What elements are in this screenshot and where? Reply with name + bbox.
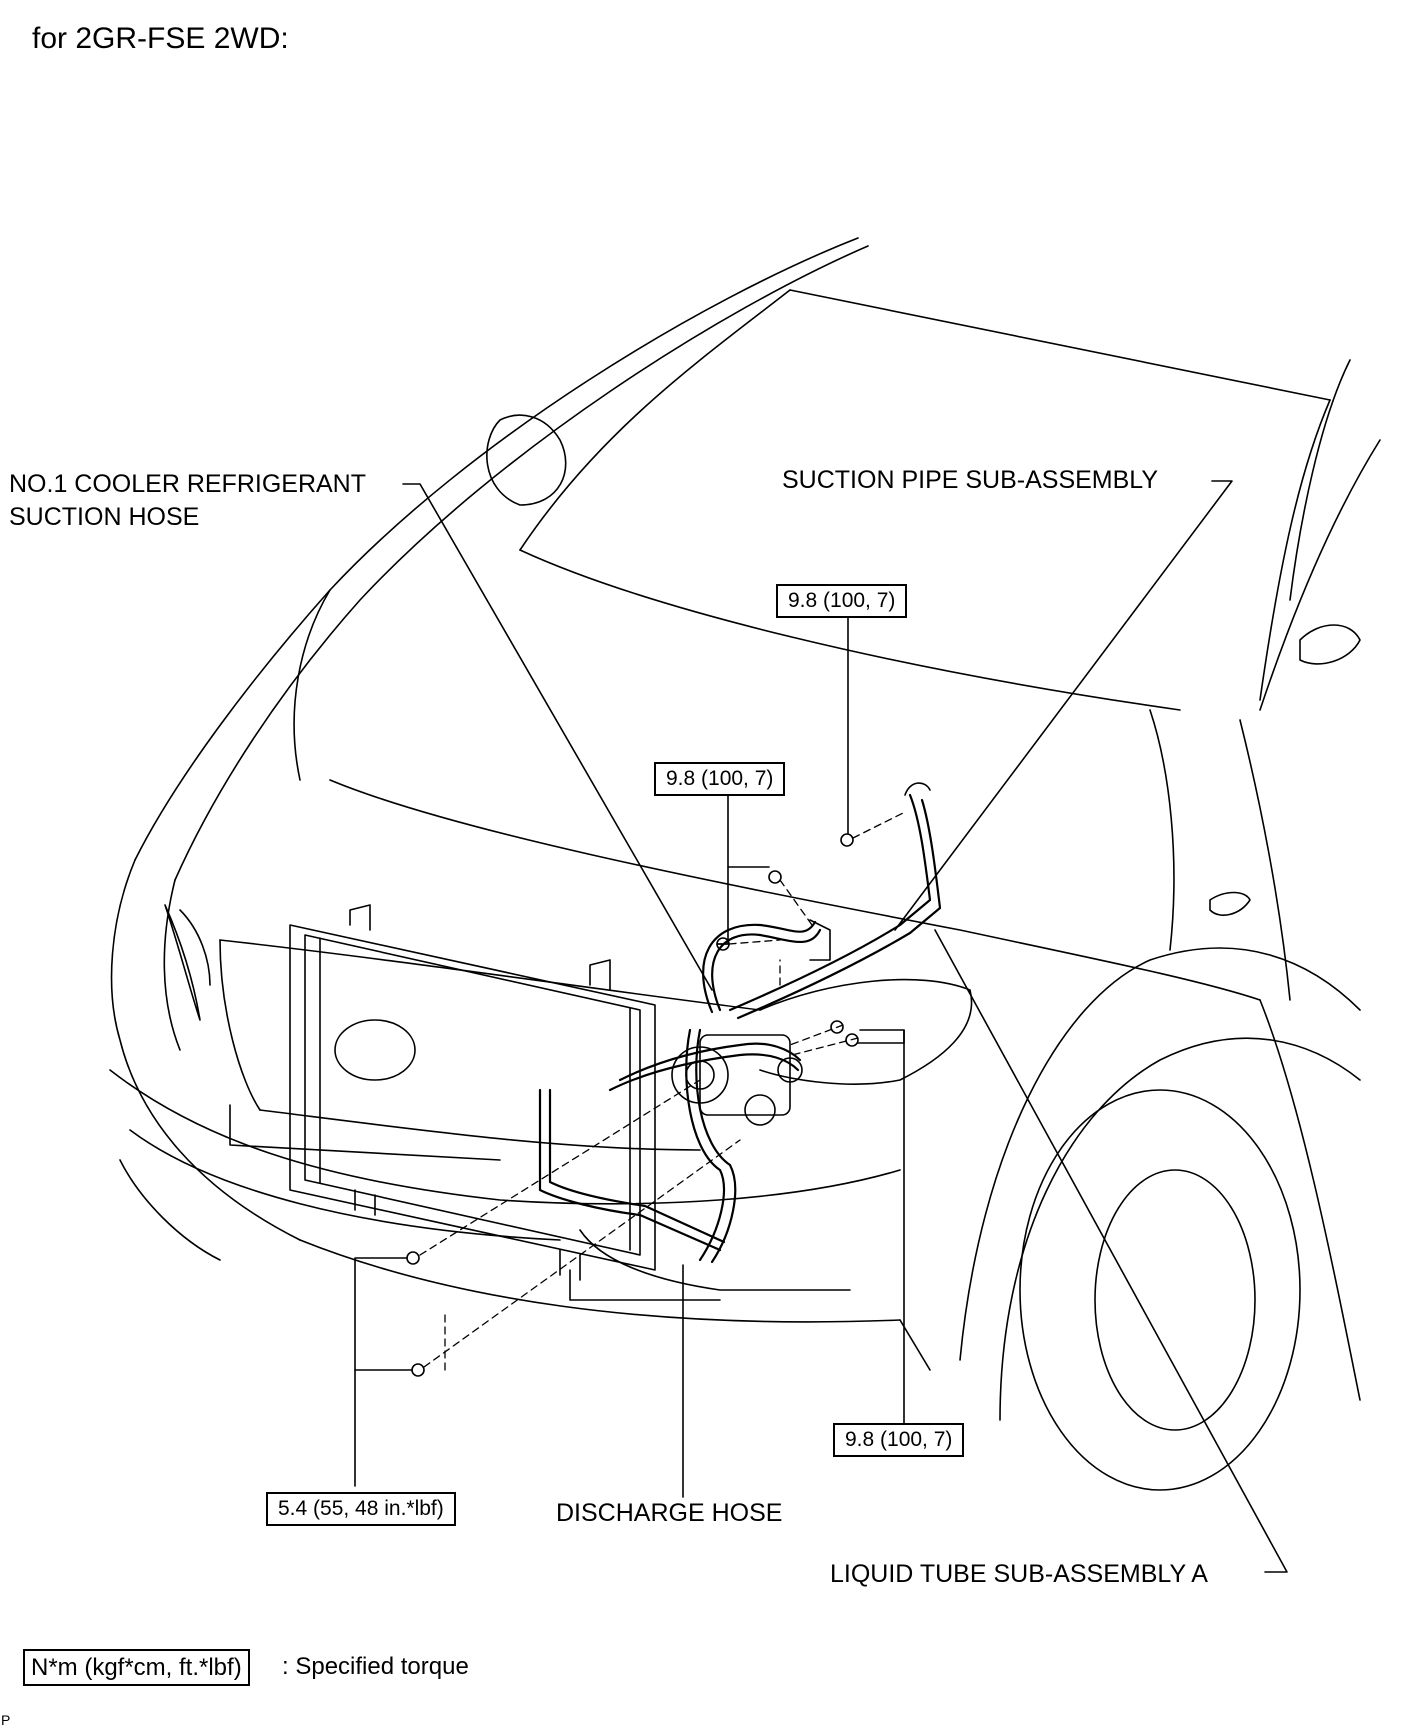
legend-unit-box: N*m (kgf*cm, ft.*lbf): [23, 1649, 250, 1686]
torque-condenser-bolt: 5.4 (55, 48 in.*lbf): [266, 1492, 456, 1526]
refrigerant-lines: [538, 793, 942, 1264]
condenser: [289, 904, 656, 1281]
page-title: for 2GR-FSE 2WD:: [32, 22, 289, 55]
corner-mark: P: [1, 1712, 11, 1728]
alignment-dashes: [419, 811, 906, 1371]
label-discharge-hose: DISCHARGE HOSE: [556, 1499, 783, 1527]
label-suction-pipe: SUCTION PIPE SUB-ASSEMBLY: [782, 466, 1159, 494]
torque-suction-pipe-bolt: 9.8 (100, 7): [776, 584, 908, 618]
leader-lines: [354, 480, 1288, 1573]
torque-compressor-bolt: 9.8 (100, 7): [833, 1423, 965, 1457]
fasteners: [406, 782, 931, 1377]
label-suction-hose-line-2: SUCTION HOSE: [9, 503, 200, 531]
legend-description: : Specified torque: [282, 1653, 469, 1680]
vehicle-body-outline: [109, 237, 1381, 1491]
torque-suction-hose-bolt: 9.8 (100, 7): [654, 762, 786, 796]
compressor: [671, 1034, 803, 1126]
label-liquid-tube: LIQUID TUBE SUB-ASSEMBLY A: [830, 1560, 1208, 1588]
label-suction-hose: NO.1 COOLER REFRIGERANT SUCTION HOSE: [9, 468, 366, 534]
label-suction-hose-line-1: NO.1 COOLER REFRIGERANT: [9, 470, 366, 498]
